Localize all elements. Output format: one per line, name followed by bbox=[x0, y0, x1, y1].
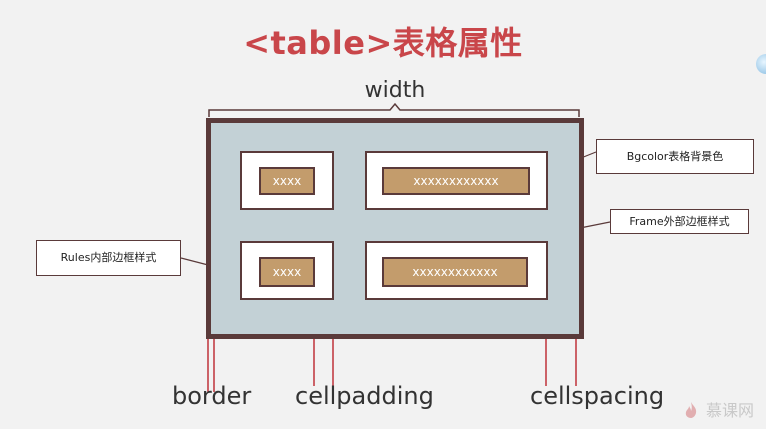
width-label: width bbox=[364, 78, 426, 103]
cell-content-1: xxxx bbox=[259, 167, 315, 195]
flame-icon bbox=[685, 402, 697, 418]
cellspacing-label: cellspacing bbox=[530, 382, 665, 410]
watermark: 慕课网 bbox=[684, 397, 754, 421]
table-cell-3: xxxx bbox=[240, 241, 334, 300]
frame-connector bbox=[579, 221, 611, 229]
table-cell-1: xxxx bbox=[240, 151, 334, 210]
width-brace bbox=[208, 102, 580, 117]
page-title: <table>表格属性 bbox=[243, 24, 523, 62]
cell-content-4: xxxxxxxxxxxx bbox=[382, 257, 528, 287]
table-cell-2: xxxxxxxxxxxx bbox=[365, 151, 548, 210]
border-label: border bbox=[172, 382, 252, 410]
cell-content-2: xxxxxxxxxxxx bbox=[382, 167, 530, 195]
side-handle[interactable] bbox=[756, 54, 766, 74]
bgcolor-callout: Bgcolor表格背景色 bbox=[596, 139, 754, 174]
rules-callout: Rules内部边框样式 bbox=[36, 240, 181, 276]
table-cell-4: xxxxxxxxxxxx bbox=[365, 241, 548, 300]
cell-content-3: xxxx bbox=[259, 257, 315, 287]
cellpadding-label: cellpadding bbox=[295, 382, 434, 410]
frame-callout: Frame外部边框样式 bbox=[610, 209, 749, 234]
watermark-text: 慕课网 bbox=[705, 401, 754, 420]
